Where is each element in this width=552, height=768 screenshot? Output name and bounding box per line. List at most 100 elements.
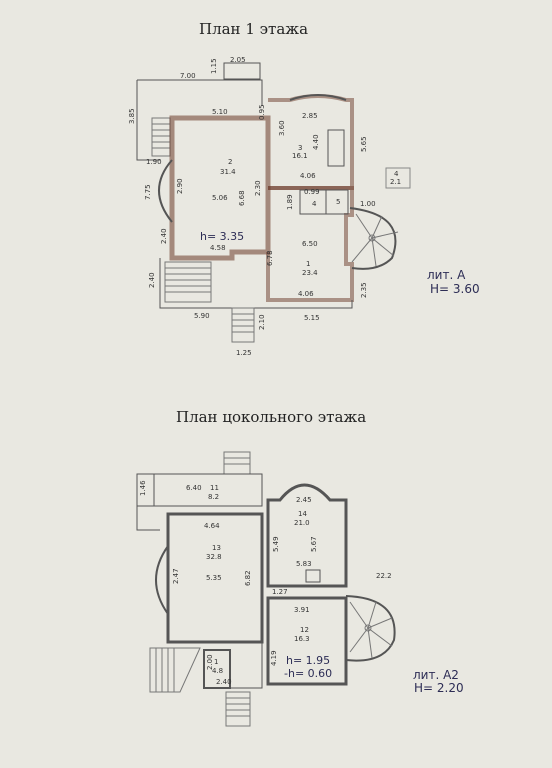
dim-0-95: 0.95 <box>258 104 266 120</box>
b-room11-number: 11 <box>210 484 219 492</box>
basement-floor-depth-note: -h= 0.60 <box>284 667 332 680</box>
dim-2-40-b: 2.40 <box>148 272 156 288</box>
basement-bottom-ledge <box>204 642 263 689</box>
dim-2-05: 2.05 <box>230 56 246 64</box>
dim-4-06-b: 4.06 <box>298 290 314 298</box>
b-room13-area: 32.8 <box>206 553 222 561</box>
b-room12-number: 12 <box>300 626 309 634</box>
dim-2-10: 2.10 <box>258 314 266 330</box>
b-dim-4-19: 4.19 <box>270 650 278 666</box>
floor1-room2-area: 31.4 <box>220 168 236 176</box>
floor1-closet <box>325 189 349 215</box>
basement-title: План цокольного этажа <box>176 408 367 426</box>
floor1-room4-outside <box>385 167 411 189</box>
basement-dimensions: 1.46 6.40 2.45 4.64 5.49 5.67 2.47 5.35 … <box>139 480 318 686</box>
basement-spiral-stair-treads <box>349 601 393 659</box>
b-outside-area: 22.2 <box>376 572 392 580</box>
floor1-spiral-stair-outline <box>349 207 397 270</box>
basement-room-labels: 11 8.2 14 21.0 13 32.8 12 16.3 1 4.8 22.… <box>206 484 392 680</box>
floor1-bath-fixture <box>327 129 345 167</box>
b-dim-1-46: 1.46 <box>139 480 147 496</box>
floor1-title: План 1 этажа <box>199 20 309 38</box>
dim-6-50: 6.50 <box>302 240 318 248</box>
dim-4-58: 4.58 <box>210 244 226 252</box>
b-dim-2-47: 2.47 <box>172 568 180 584</box>
b-dim-2-45: 2.45 <box>296 496 312 504</box>
floor1-room2-number: 2 <box>228 158 232 166</box>
basement-lit-label: лит. А2 <box>413 668 459 682</box>
b-dim-3-91: 3.91 <box>294 606 310 614</box>
dim-5-15: 5.15 <box>304 314 320 322</box>
dim-2-85: 2.85 <box>302 112 318 120</box>
floor1-room3-area: 16.1 <box>292 152 308 160</box>
b-dim-5-35: 5.35 <box>206 574 222 582</box>
b-room14-area: 21.0 <box>294 519 310 527</box>
floor1-top-porch <box>223 62 261 80</box>
b-room11-area: 8.2 <box>208 493 219 501</box>
dim-2-40: 2.40 <box>160 228 168 244</box>
b-dim-5-49: 5.49 <box>272 536 280 552</box>
dim-6-78: 6.78 <box>266 250 274 266</box>
floor1-room1-area: 23.4 <box>302 269 318 277</box>
basement-room12-walls <box>266 596 348 686</box>
dim-7-75: 7.75 <box>144 184 152 200</box>
floor1-spiral-stair-treads <box>351 213 399 267</box>
b-room12-area: 16.3 <box>294 635 310 643</box>
b-dim-6-82: 6.82 <box>244 570 252 586</box>
b-dim-2-00: 2.00 <box>206 654 214 670</box>
basement-room11-walls <box>136 473 263 507</box>
basement-bay-window <box>155 545 169 615</box>
dim-0-99: 0.99 <box>304 188 320 196</box>
dim-5-65: 5.65 <box>360 136 368 152</box>
basement-fixture <box>305 569 321 583</box>
dim-7-00: 7.00 <box>180 72 196 80</box>
floor1-room3-number: 3 <box>298 144 302 152</box>
dim-2-90: 2.90 <box>176 178 184 194</box>
floor1-outside-room-number: 4 <box>394 170 399 178</box>
dim-5-90: 5.90 <box>194 312 210 320</box>
floor1-plan <box>136 62 411 343</box>
b-room1-number: 1 <box>214 658 218 666</box>
floor1-room-labels: 2 31.4 3 16.1 1 23.4 4 5 4 2.1 h= 3.35 <box>200 144 401 277</box>
basement-spiral-stair-outline <box>345 595 396 662</box>
b-dim-2-40: 2.40 <box>216 678 232 686</box>
dim-4-40: 4.40 <box>312 134 320 150</box>
basement-room14-walls <box>266 483 348 588</box>
dim-2-30: 2.30 <box>254 180 262 196</box>
floor1-height-label: H= 3.60 <box>430 282 480 296</box>
floor1-bay-window-left <box>158 159 173 223</box>
dim-6-68: 6.68 <box>238 190 246 206</box>
floor1-room4-number: 4 <box>312 200 317 208</box>
floor1-dimensions: 2.05 7.00 1.15 3.85 5.10 0.95 1.90 2.90 … <box>128 56 376 357</box>
b-room14-number: 14 <box>298 510 307 518</box>
dim-2-35: 2.35 <box>360 282 368 298</box>
dim-5-06: 5.06 <box>212 194 228 202</box>
basement-height-label: H= 2.20 <box>414 681 464 695</box>
floor1-steps-entry <box>231 307 255 343</box>
floor1-room2-walls <box>169 115 271 261</box>
b-room13-number: 13 <box>212 544 221 552</box>
basement-top-steps <box>223 451 251 475</box>
dim-3-85: 3.85 <box>128 108 136 124</box>
floor1-room1-number: 1 <box>306 260 310 268</box>
b-dim-5-83: 5.83 <box>296 560 312 568</box>
floor1-steps-left <box>151 117 171 157</box>
floor1-lower-terrace <box>159 258 353 309</box>
basement-plan <box>136 451 396 727</box>
basement-steps-bottom <box>225 691 251 727</box>
dim-1-25: 1.25 <box>236 349 252 357</box>
dim-3-60: 3.60 <box>278 120 286 136</box>
floor1-ceiling-height-note: h= 3.35 <box>200 230 244 243</box>
b-dim-1-27: 1.27 <box>272 588 288 596</box>
floor1-room5-number: 5 <box>336 198 340 206</box>
b-dim-4-64: 4.64 <box>204 522 220 530</box>
b-dim-6-40: 6.40 <box>186 484 202 492</box>
floor1-bay-window-top <box>289 94 347 101</box>
floor1-steps-bottom-left <box>164 261 212 303</box>
b-room1-area: 4.8 <box>212 667 223 675</box>
dim-4-06: 4.06 <box>300 172 316 180</box>
floor1-room1-walls <box>266 186 354 302</box>
dim-1-89: 1.89 <box>286 194 294 210</box>
